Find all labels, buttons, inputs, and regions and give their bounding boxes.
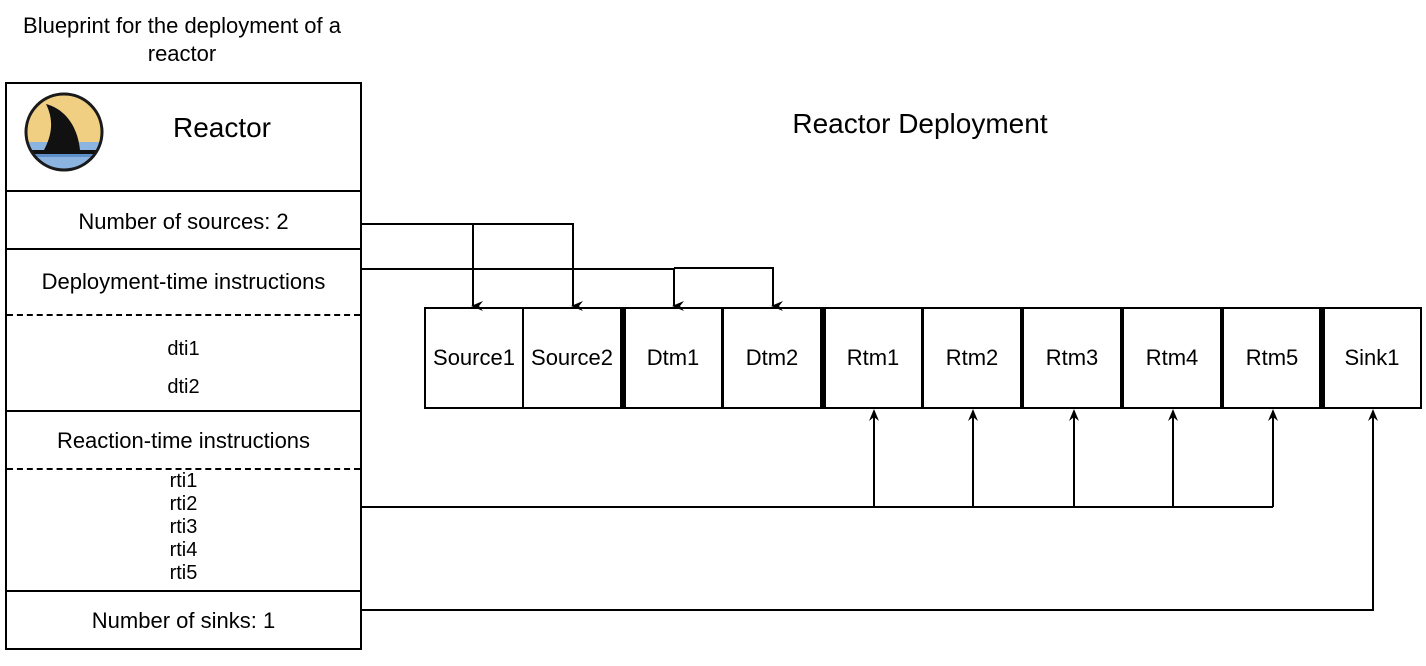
group-separator bbox=[1319, 307, 1325, 409]
number-of-sinks-label: Number of sinks: 1 bbox=[91, 608, 276, 633]
rti-item: rti4 bbox=[169, 539, 198, 561]
rti-header: Reaction-time instructions bbox=[56, 428, 311, 453]
dti-item: dti2 bbox=[167, 376, 200, 398]
wire-sources-source1 bbox=[362, 223, 483, 311]
shark-fin-logo-icon bbox=[24, 92, 104, 172]
number-of-sinks-row: Number of sinks: 1 bbox=[5, 590, 362, 650]
cell-source1: Source1 bbox=[424, 307, 524, 409]
blueprint-title: Blueprint for the deployment of a reacto… bbox=[23, 13, 341, 66]
cell-label: Rtm2 bbox=[945, 345, 999, 370]
cell-rtm1: Rtm1 bbox=[823, 307, 923, 409]
cell-label: Rtm5 bbox=[1245, 345, 1299, 370]
cell-label: Source1 bbox=[433, 345, 515, 370]
cell-dtm2: Dtm2 bbox=[722, 307, 822, 409]
cell-sink1: Sink1 bbox=[1322, 307, 1422, 409]
wire-sources-source2 bbox=[473, 223, 583, 311]
rti-item: rti1 bbox=[169, 470, 198, 492]
cell-label: Rtm4 bbox=[1145, 345, 1199, 370]
rti-item: rti3 bbox=[169, 516, 198, 538]
cell-rtm4: Rtm4 bbox=[1122, 307, 1222, 409]
dti-header: Deployment-time instructions bbox=[41, 269, 326, 294]
cell-rtm2: Rtm2 bbox=[922, 307, 1022, 409]
deployment-time-instructions-section: Deployment-time instructions dti1 dti2 bbox=[5, 248, 362, 412]
reaction-time-instructions-section: Reaction-time instructions rti1 rti2 rti… bbox=[5, 410, 362, 592]
number-of-sources-label: Number of sources: 2 bbox=[78, 209, 289, 234]
wire-dti-dtm2 bbox=[674, 267, 783, 311]
rti-item: rti5 bbox=[169, 562, 198, 584]
cell-label: Rtm3 bbox=[1045, 345, 1099, 370]
rti-item: rti2 bbox=[169, 493, 198, 515]
cell-label: Source2 bbox=[531, 345, 613, 370]
cell-label: Sink1 bbox=[1344, 345, 1400, 370]
wire-sinks-sink1 bbox=[362, 409, 1378, 611]
number-of-sources-row: Number of sources: 2 bbox=[5, 190, 362, 250]
dti-item: dti1 bbox=[167, 338, 200, 360]
wire-dti-dtm1 bbox=[362, 268, 684, 311]
cell-label: Rtm1 bbox=[846, 345, 900, 370]
group-separator bbox=[620, 307, 626, 409]
cell-rtm5: Rtm5 bbox=[1222, 307, 1322, 409]
deployment-title: Reactor Deployment bbox=[792, 108, 1048, 139]
group-separator bbox=[820, 307, 826, 409]
cell-label: Dtm1 bbox=[646, 345, 700, 370]
reactor-label: Reactor bbox=[172, 112, 272, 143]
cell-label: Dtm2 bbox=[745, 345, 799, 370]
cell-rtm3: Rtm3 bbox=[1022, 307, 1122, 409]
cell-source2: Source2 bbox=[522, 307, 622, 409]
